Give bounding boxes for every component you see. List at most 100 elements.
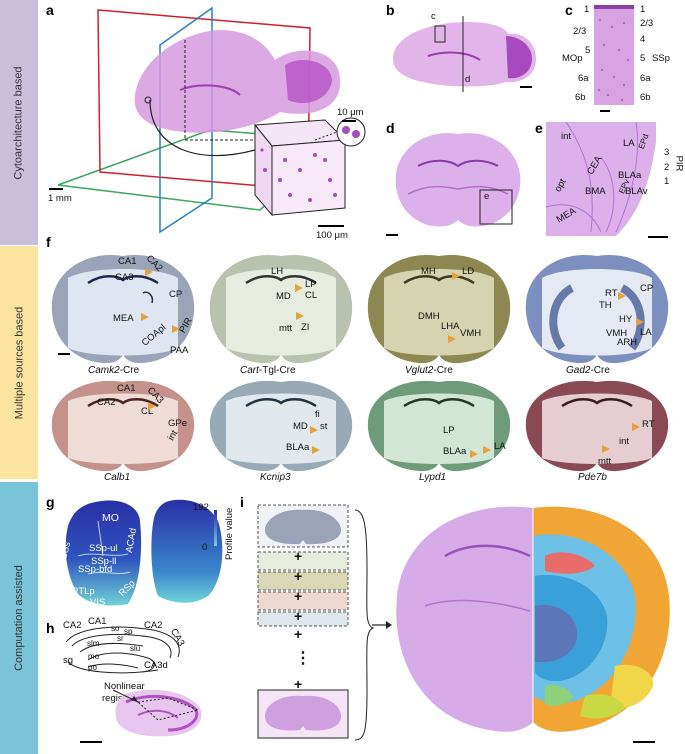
region-label: SSp-ll <box>91 556 117 567</box>
region-label: LP <box>305 279 317 290</box>
region-label: CA2 <box>97 397 116 408</box>
caption-gad2: Gad2-Cre <box>566 365 610 376</box>
brain-camk2 <box>51 254 195 364</box>
band-computation: Computation assisted <box>0 482 38 754</box>
region-label: DMH <box>418 311 440 322</box>
region-label: CL <box>305 290 318 301</box>
layer-label: 6b <box>640 92 651 103</box>
colorbar <box>214 510 217 546</box>
band-multiple-sources: Multiple sources based <box>0 246 38 479</box>
brain-pde7b <box>525 380 669 472</box>
region-label: RT <box>605 288 618 299</box>
region-label: SSp-bfd <box>78 564 113 575</box>
region-label: MO <box>102 512 119 524</box>
region-label: LA <box>640 327 652 338</box>
region-label: MD <box>293 421 308 432</box>
region-label: mtt <box>598 456 612 467</box>
layer-label: 6a <box>578 73 589 84</box>
scale-100um-label: 100 μm <box>316 230 348 241</box>
region-label: TH <box>599 300 612 311</box>
colorbar-max: 192 <box>193 502 209 513</box>
ellipsis-vertical: ⋮ <box>295 650 311 667</box>
region-label: LA <box>494 441 506 452</box>
colorbar-min: 0 <box>202 542 208 553</box>
region-label: LHA <box>441 321 460 332</box>
marker-arrow <box>145 268 153 276</box>
region-label: VMH <box>606 328 628 339</box>
area-label-mop: MOp <box>562 53 583 64</box>
panel-i-atlas <box>396 506 670 732</box>
brain-kcnip3 <box>209 380 353 472</box>
caption-pde7b: Pde7b <box>578 472 607 483</box>
panel-d-scalebar <box>386 234 398 236</box>
region-label: mo <box>88 652 100 661</box>
plus-sign: + <box>294 548 303 564</box>
region-label: slu <box>130 644 141 653</box>
region-label: slm <box>87 639 100 648</box>
layer-label: 2 <box>664 162 670 173</box>
layer-label: 4 <box>640 34 646 45</box>
region-label: CA1 <box>117 383 136 394</box>
panel-h-hippocampus-section <box>112 689 202 737</box>
marker-arrow <box>295 284 303 292</box>
panel-b-d-marker: d <box>465 74 471 85</box>
marker-arrow <box>636 318 644 326</box>
layer-label: 2/3 <box>640 18 654 29</box>
region-label: CA2 <box>144 620 163 631</box>
region-label: VIS <box>90 597 106 608</box>
scale-1mm-bar <box>49 188 63 190</box>
panel-label-a: a <box>46 2 54 18</box>
panel-d-e-marker: e <box>484 191 490 202</box>
plus-sign: + <box>294 676 303 692</box>
panel-c-cortex-strip <box>594 5 634 105</box>
panel-h-scalebar <box>80 741 102 743</box>
panel-i-stack <box>257 504 375 741</box>
brain-calb1 <box>51 380 195 472</box>
region-label: int <box>561 131 572 142</box>
marker-arrow <box>310 426 318 434</box>
region-label: LD <box>462 266 475 277</box>
region-label: mtt <box>279 323 293 334</box>
scale-10um-label: 10 μm <box>337 107 364 118</box>
region-label: int <box>619 436 630 447</box>
caption-cart: Cart-Tgl-Cre <box>240 365 296 376</box>
marker-arrow <box>148 402 156 410</box>
pir-label: PIR <box>673 155 685 172</box>
marker-arrow <box>448 335 456 343</box>
layer-label: 6b <box>575 92 586 103</box>
panel-f-scalebar <box>58 353 70 355</box>
panel-label-i: i <box>240 494 244 510</box>
panel-b-c-marker: c <box>431 11 436 22</box>
marker-arrow <box>632 423 640 431</box>
region-label: ZI <box>301 322 310 333</box>
panel-label-d: d <box>386 120 395 136</box>
layer-label: 1 <box>584 4 590 15</box>
registration-caption-line1: Nonlinear <box>104 681 145 692</box>
panel-label-h: h <box>46 620 55 636</box>
region-label: PTLp <box>72 586 95 597</box>
caption-camk2: Camk2-Cre <box>88 365 140 376</box>
region-label: BLAa <box>618 170 642 181</box>
panel-label-b: b <box>386 2 395 18</box>
region-label: PAA <box>170 345 189 356</box>
plus-sign: + <box>294 626 303 642</box>
panel-g-cortical-flatmap <box>65 499 223 606</box>
region-label: sr <box>117 634 124 643</box>
layer-label: 2/3 <box>573 26 587 37</box>
band-label: Cytoarchitecture based <box>13 65 25 180</box>
region-label: CL <box>141 406 154 417</box>
panel-b-scalebar <box>520 86 532 88</box>
layer-label: 3 <box>664 147 670 158</box>
arrow-to-atlas <box>372 621 392 629</box>
region-label: SSp-ul <box>89 543 118 554</box>
region-label: BLAa <box>286 442 310 453</box>
region-label: st <box>320 421 328 432</box>
scale-1mm-label: 1 mm <box>48 193 72 204</box>
region-label: sp <box>124 627 133 636</box>
plus-sign: + <box>294 588 303 604</box>
caption-calb1: Calb1 <box>104 472 131 483</box>
region-label: po <box>88 663 97 672</box>
brain-lypd1 <box>367 380 511 472</box>
region-label: HY <box>619 314 633 325</box>
caption-vglut2: Vglut2-Cre <box>405 365 453 376</box>
